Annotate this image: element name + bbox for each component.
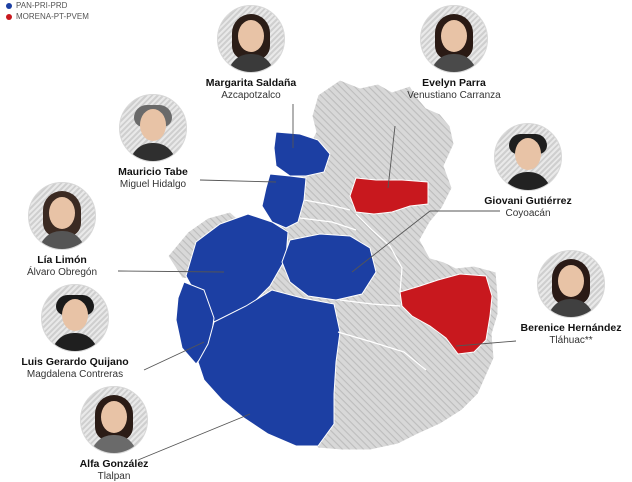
district-label: Coyoacán [505,208,551,219]
candidate-name: Giovani Gutiérrez [484,195,572,207]
district-label: Tláhuac** [549,335,593,346]
district-magdalena-contreras [175,281,215,365]
map-internal-border [299,199,427,371]
district-coyoacan [281,233,377,301]
candidate-card: Mauricio Tabe Miguel Hidalgo [68,94,238,190]
leader-lines [117,104,517,461]
man-portrait-icon [41,284,109,352]
candidate-name: Berenice Hernández [520,322,622,334]
candidate-name: Mauricio Tabe [118,166,188,178]
woman-portrait-icon [537,250,605,318]
man-portrait-icon [494,123,562,191]
legend-item-pan-pri-prd: PAN-PRI-PRD [6,0,89,11]
candidate-name: Lía Limón [37,254,87,266]
legend: PAN-PRI-PRD MORENA-PT-PVEM [6,0,89,22]
candidate-card: Luis Gerardo Quijano Magdalena Contreras [0,284,160,380]
district-label: Venustiano Carranza [407,90,501,101]
candidate-name: Alfa González [79,458,149,470]
woman-portrait-icon [420,5,488,73]
woman-portrait-icon [217,5,285,73]
district-label: Tlalpan [97,471,131,482]
legend-label: PAN-PRI-PRD [16,1,68,10]
candidate-card: Giovani Gutiérrez Coyoacán [443,123,613,219]
district-label: Miguel Hidalgo [119,179,187,190]
candidate-card: Berenice Hernández Tláhuac** [486,250,632,346]
candidate-name: Evelyn Parra [422,77,486,89]
candidate-card: Margarita Saldaña Azcapotzalco [166,5,336,101]
candidate-card: Evelyn Parra Venustiano Carranza [369,5,539,101]
candidate-card: Alfa González Tlalpan [29,386,199,482]
man-portrait-icon [119,94,187,162]
district-label: Magdalena Contreras [26,369,124,380]
district-tlahuac [399,273,493,355]
district-azcapotzalco [273,131,331,177]
legend-item-morena-pt-pvem: MORENA-PT-PVEM [6,11,89,22]
legend-label: MORENA-PT-PVEM [16,12,89,21]
woman-portrait-icon [28,182,96,250]
district-tlalpan [197,289,341,447]
candidate-card: Lía Limón Álvaro Obregón [0,182,147,278]
legend-dot-icon [6,13,12,20]
district-miguel-hidalgo [261,173,307,229]
district-label: Azcapotzalco [221,90,281,101]
district-venustiano-carranza [349,177,429,215]
district-label: Álvaro Obregón [26,267,98,278]
candidate-name: Margarita Saldaña [205,77,297,89]
legend-dot-icon [6,2,12,9]
candidate-name: Luis Gerardo Quijano [21,356,129,368]
woman-portrait-icon [80,386,148,454]
